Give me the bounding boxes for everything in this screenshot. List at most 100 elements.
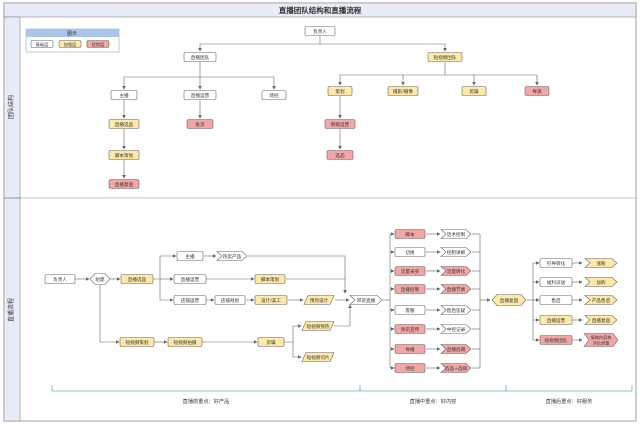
org-copywriter: 选品 bbox=[326, 150, 354, 160]
connector-line bbox=[153, 254, 177, 280]
connector-line bbox=[159, 279, 174, 302]
flow-shop-plan: 店铺规划 bbox=[214, 295, 246, 305]
org-script-planning-shape bbox=[108, 150, 140, 160]
flow-head: 负责人 bbox=[44, 274, 76, 284]
flow-org-hex-shape bbox=[89, 273, 111, 285]
flow-preview-design-shape bbox=[303, 295, 335, 305]
flow-sv-planning: 短视频策划 bbox=[119, 337, 155, 347]
flow-anchor-shape bbox=[176, 251, 204, 261]
flow-live-right-4-label: 售后答疑 bbox=[447, 307, 466, 314]
org-director: 导演 bbox=[524, 86, 550, 96]
flow-live-left-4: 客服 bbox=[394, 305, 426, 315]
flow-editing-label: 剪辑 bbox=[266, 339, 276, 346]
flow-live-left-7-label: 场控 bbox=[405, 365, 415, 372]
section-label-top: 团队结构 bbox=[7, 95, 15, 119]
org-investment: 投流 bbox=[186, 119, 214, 129]
flow-editing-shape bbox=[257, 337, 285, 347]
flow-design-art-label: 设计/美工 bbox=[261, 297, 281, 304]
org-live-ops-shape bbox=[183, 90, 217, 100]
title-bar bbox=[3, 2, 637, 18]
org-anchor: 主播 bbox=[110, 90, 138, 100]
flow-live-right-0-shape bbox=[440, 229, 472, 239]
flow-post-item-3-label: 直播运营 bbox=[547, 317, 566, 324]
flow-live-right-2-label: 流量转化 bbox=[447, 268, 466, 275]
org-shoot-edit-shape bbox=[387, 86, 419, 96]
org-live-selection: 直播选品 bbox=[108, 119, 140, 129]
flow-live-right-5: 中控记录 bbox=[440, 324, 472, 334]
org-editing-label: 剪辑 bbox=[469, 88, 479, 95]
org-planning-label: 策划 bbox=[335, 88, 345, 95]
phase-label-0: 直播前重点：好产品 bbox=[183, 397, 230, 405]
connector-line bbox=[122, 62, 201, 90]
legend-item-red-shape bbox=[86, 40, 110, 48]
flow-live-right-2: 流量转化 bbox=[440, 266, 472, 276]
flow-sv-shooting-label: 短视频拍摄 bbox=[174, 339, 197, 346]
flow-live-left-1: 切换 bbox=[394, 247, 426, 257]
org-script-planning-label: 脚本策划 bbox=[115, 152, 134, 159]
flow-sv-planning-shape bbox=[119, 337, 155, 347]
legend-item-red-label: 优势层 bbox=[92, 41, 105, 48]
legend-item-red: 优势层 bbox=[86, 40, 110, 48]
connector-line bbox=[198, 36, 321, 52]
flow-post-result-4-shape bbox=[583, 333, 619, 347]
flow-live-right-6: 直播后期 bbox=[440, 344, 472, 354]
flow-sv-cut-shape bbox=[301, 352, 335, 362]
flow-shop-plan-shape bbox=[214, 295, 246, 305]
legend-item-yellow-label: 加强层 bbox=[64, 41, 77, 48]
flow-live-right-1-label: 控制讲解 bbox=[447, 249, 466, 256]
flow-post-item-4-label: 短视频团队 bbox=[545, 337, 568, 344]
flow-post-item-0-shape bbox=[539, 258, 573, 268]
flow-live-selection: 直播选品 bbox=[120, 274, 154, 284]
flow-pre-live-label: 带货直播 bbox=[357, 297, 376, 304]
org-anchor-shape bbox=[110, 90, 138, 100]
flow-live-right-7: 选品+选择 bbox=[440, 363, 472, 373]
phase-bracket-2 bbox=[505, 385, 633, 392]
flow-live-left-2-shape bbox=[394, 266, 426, 276]
flow-post-item-2: 售后 bbox=[539, 295, 573, 305]
flow-live-left-7-shape bbox=[394, 363, 426, 373]
org-editing-shape bbox=[461, 86, 487, 96]
flow-live-selection-shape bbox=[120, 274, 154, 284]
flow-head-shape bbox=[44, 274, 76, 284]
connector-line bbox=[334, 304, 352, 327]
flow-hot-product: 热卖产品 bbox=[216, 251, 248, 261]
org-live-review-label: 直播复盘 bbox=[115, 181, 134, 188]
connector-line bbox=[474, 74, 539, 86]
flow-live-left-5-label: 资讯宣传 bbox=[401, 326, 420, 333]
flow-live-left-1-shape bbox=[394, 247, 426, 257]
flow-live-left-1-label: 切换 bbox=[405, 249, 415, 256]
org-planning: 策划 bbox=[327, 86, 353, 96]
flow-live-ops-label: 直播运营 bbox=[181, 276, 200, 283]
legend-header bbox=[26, 29, 119, 37]
connector-line bbox=[284, 324, 302, 343]
legend-item-white-label: 基础层 bbox=[36, 41, 49, 48]
org-sv-team-shape bbox=[427, 52, 463, 62]
org-live-review: 直播复盘 bbox=[108, 179, 140, 189]
connector-line bbox=[248, 255, 347, 294]
flow-post-result-2-shape bbox=[584, 295, 618, 305]
flow-shop-ops-shape bbox=[173, 295, 207, 305]
flow-live-right-6-label: 直播后期 bbox=[447, 346, 466, 353]
org-new-media-ops-label: 新媒运营 bbox=[331, 121, 350, 128]
flow-script-plan-label: 脚本策划 bbox=[261, 276, 280, 283]
flow-sv-shooting: 短视频拍摄 bbox=[167, 337, 203, 347]
org-live-ops: 直播运营 bbox=[183, 90, 217, 100]
flow-post-item-3-shape bbox=[539, 315, 573, 325]
org-anchor-label: 主播 bbox=[119, 92, 129, 99]
flow-sv-warmup: 短视频预热 bbox=[301, 321, 335, 331]
flow-live-left-5: 资讯宣传 bbox=[394, 324, 426, 334]
flow-editing: 剪辑 bbox=[257, 337, 285, 347]
flow-post-result-1-label: 加购 bbox=[596, 279, 606, 286]
flow-live-right-2-shape bbox=[440, 266, 472, 276]
flow-post-item-3: 直播运营 bbox=[539, 315, 573, 325]
flow-head-label: 负责人 bbox=[53, 276, 67, 283]
flow-live-right-5-label: 中控记录 bbox=[447, 326, 466, 333]
flow-post-result-1-shape bbox=[584, 277, 618, 287]
flow-live-right-1-shape bbox=[440, 247, 472, 257]
flow-live-left-2: 流量采买 bbox=[394, 266, 426, 276]
flow-sv-warmup-label: 短视频预热 bbox=[307, 323, 330, 330]
flow-post-result-0-label: 涨粉 bbox=[596, 260, 606, 267]
flow-live-selection-label: 直播选品 bbox=[128, 276, 147, 283]
